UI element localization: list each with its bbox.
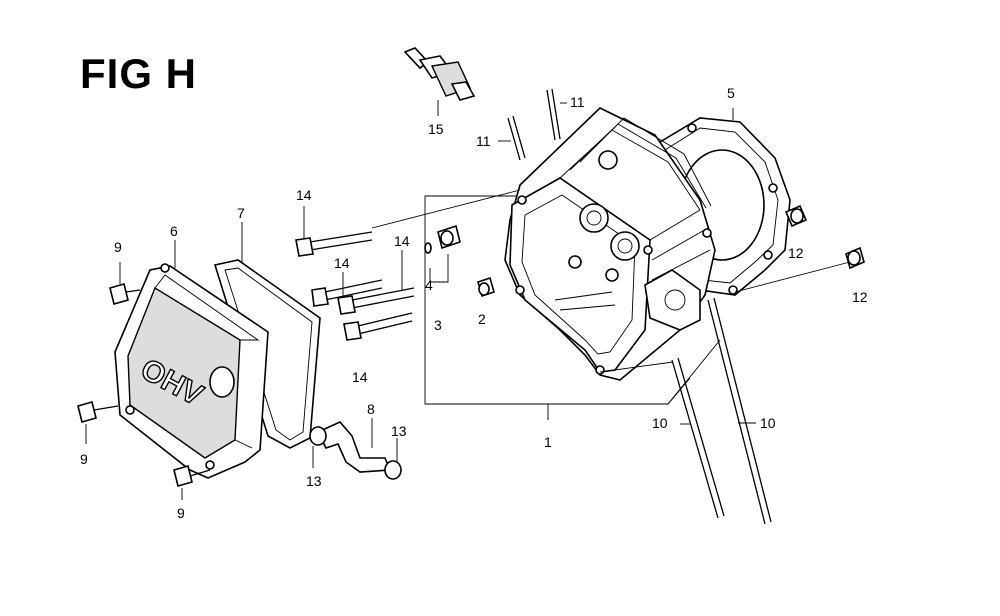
callout-9-left: 9 [80, 451, 88, 467]
hose-clip-left [309, 426, 327, 468]
callout-4: 4 [425, 277, 433, 293]
stud-left [498, 115, 526, 161]
callout-10-right: 10 [760, 415, 776, 431]
bolt-upper [295, 189, 521, 257]
callout-14-right: 14 [394, 233, 410, 249]
bolt-lower [343, 312, 413, 341]
breather-tube [316, 418, 392, 473]
dowel-with-oring [424, 224, 461, 283]
callout-9-bottom: 9 [177, 505, 185, 521]
spark-plug [403, 47, 476, 116]
cylinder-head [504, 107, 716, 381]
cover-bolt-bottom [173, 465, 211, 500]
callout-2: 2 [478, 311, 486, 327]
dowel-12-b [734, 246, 865, 293]
callout-6: 6 [170, 223, 178, 239]
bolt-middle-1 [311, 279, 383, 307]
callout-15: 15 [428, 121, 444, 137]
callout-5: 5 [727, 85, 735, 101]
assembly-bracket [424, 195, 721, 420]
callout-14-top: 14 [296, 187, 312, 203]
dowel-12-a [784, 204, 808, 228]
long-stud-right [707, 297, 772, 525]
callout-12-upper: 12 [788, 245, 804, 261]
head-cover [114, 240, 269, 479]
stud-right [546, 88, 567, 141]
hose-clip-right [384, 438, 402, 480]
cover-bolt-top [109, 262, 141, 305]
callout-1: 1 [544, 434, 552, 450]
long-stud-left [599, 357, 725, 519]
callout-13-right: 13 [391, 423, 407, 439]
callout-11-left: 11 [476, 133, 491, 149]
callout-11-right: 11 [570, 94, 585, 110]
callout-8: 8 [367, 401, 375, 417]
callout-13-left: 13 [306, 473, 322, 489]
callout-3: 3 [434, 317, 442, 333]
callout-7: 7 [237, 205, 245, 221]
callout-14-bottom: 14 [352, 369, 368, 385]
callout-14-middle: 14 [334, 255, 350, 271]
callout-9-top: 9 [114, 239, 122, 255]
bolt-middle-2 [337, 287, 415, 315]
cover-bolt-left [77, 401, 119, 444]
callout-12-lower: 12 [852, 289, 868, 305]
callout-10-left: 10 [652, 415, 668, 431]
figure-title: FIG H [80, 50, 197, 97]
dowel-pin [477, 276, 495, 298]
